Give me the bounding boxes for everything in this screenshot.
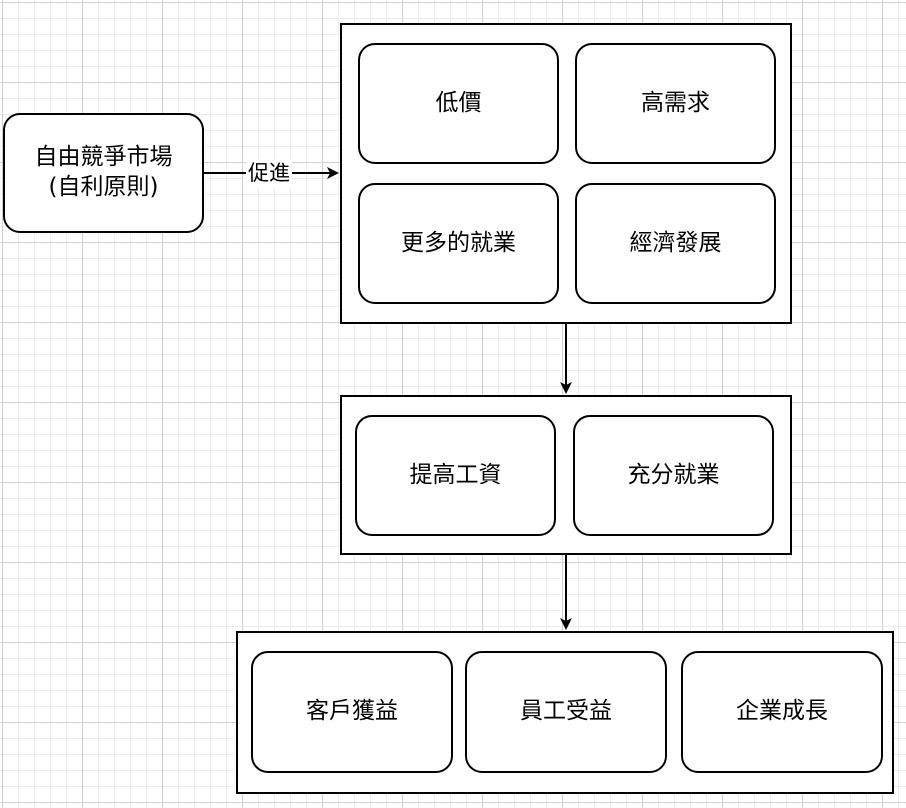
source-node[interactable]: 自由競爭市場 (自利原則) [3, 113, 204, 233]
stage1-item-high-demand[interactable]: 高需求 [575, 43, 776, 164]
stage1-item-more-jobs[interactable]: 更多的就業 [358, 183, 559, 304]
stage3-item-employee-benefit[interactable]: 員工受益 [465, 651, 667, 773]
stage3-item-customer-benefit[interactable]: 客戶獲益 [251, 651, 453, 773]
stage1-group[interactable]: 低價 高需求 更多的就業 經濟發展 [340, 23, 792, 324]
stage2-group[interactable]: 提高工資 充分就業 [340, 395, 792, 555]
stage3-group[interactable]: 客戶獲益 員工受益 企業成長 [236, 631, 894, 794]
stage2-item-full-employment[interactable]: 充分就業 [573, 415, 774, 536]
stage1-item-low-price[interactable]: 低價 [358, 43, 559, 164]
stage3-item-business-growth[interactable]: 企業成長 [681, 651, 883, 773]
stage1-item-economic-growth[interactable]: 經濟發展 [575, 183, 776, 304]
edge-label-promote: 促進 [246, 158, 292, 188]
stage2-item-higher-wages[interactable]: 提高工資 [355, 415, 556, 536]
